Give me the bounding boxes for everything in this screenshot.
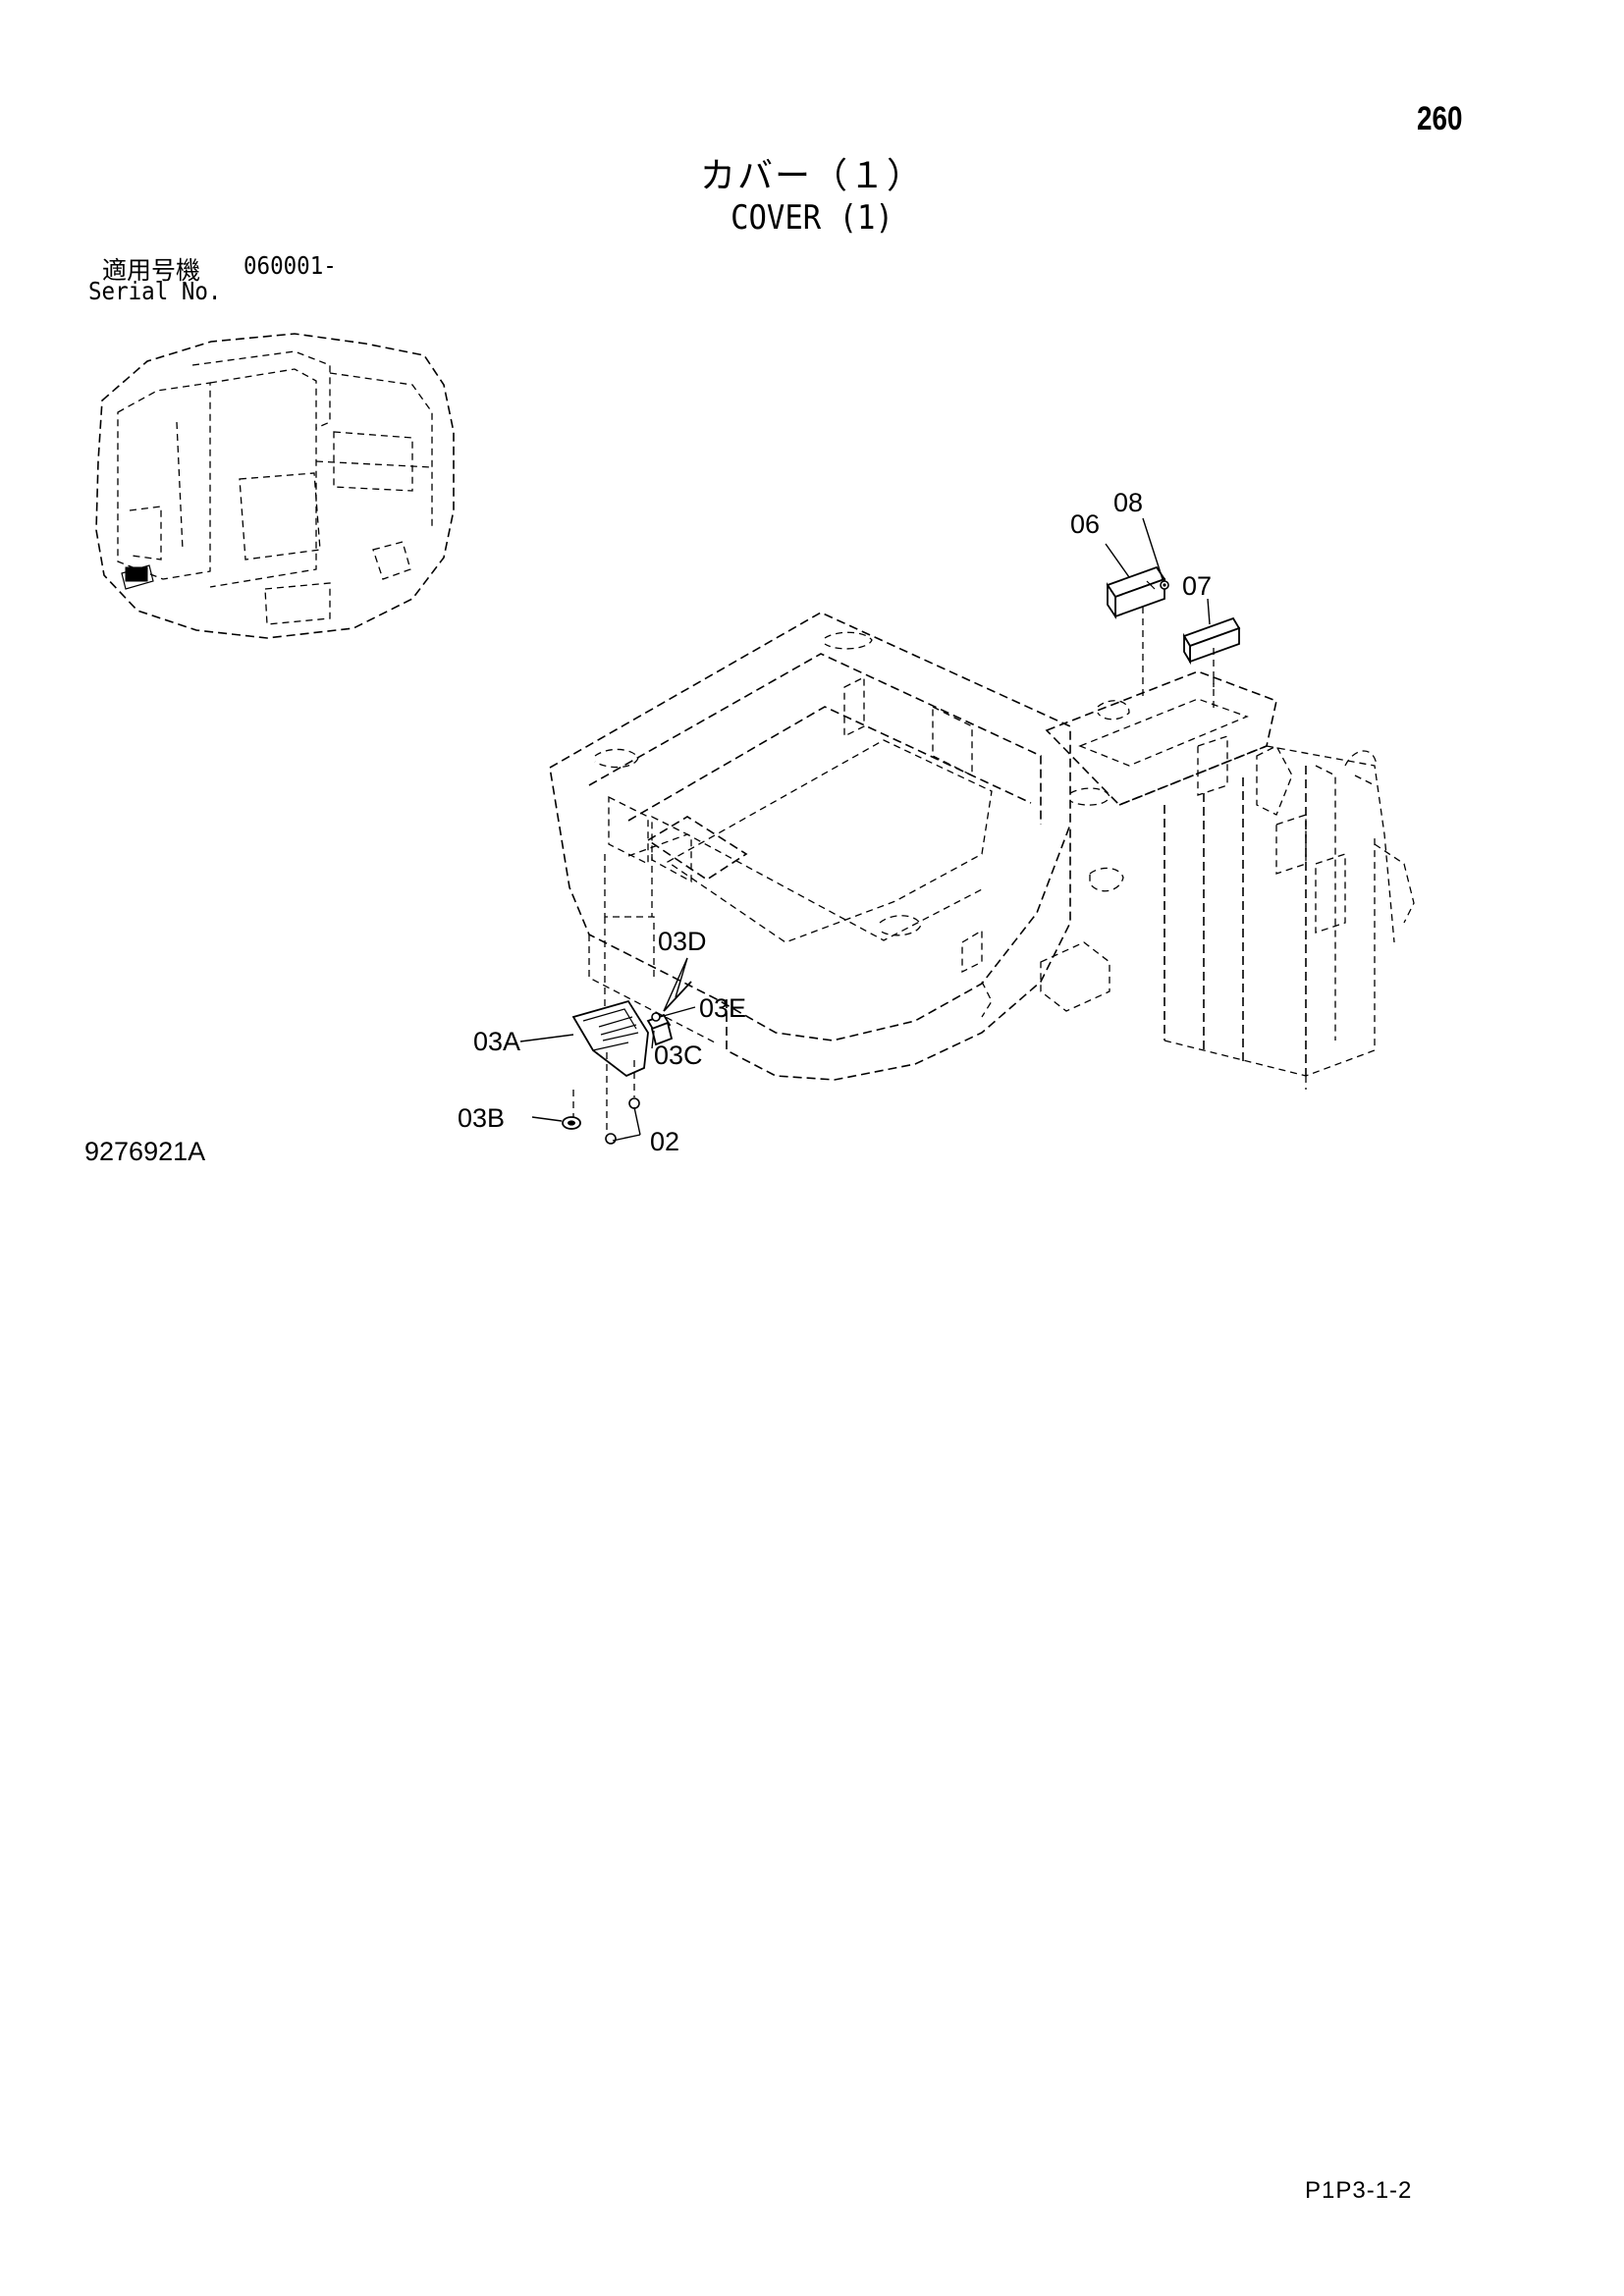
- cooling-unit: [1045, 670, 1415, 1090]
- part-08-bolt: [1160, 580, 1169, 590]
- callout-03b: 03B: [458, 1103, 505, 1133]
- page-code: P1P3-1-2: [1305, 2177, 1413, 2204]
- page-title-english: COVER (1): [731, 198, 893, 238]
- callout-03e: 03E: [699, 993, 746, 1023]
- callout-07: 07: [1182, 571, 1212, 601]
- drawing-number: 9276921A: [84, 1137, 206, 1166]
- part-03d-rod: [663, 981, 692, 1012]
- page-number: 260: [1417, 100, 1463, 137]
- parts-03-assembly-lines: [572, 854, 655, 1131]
- serial-range: 060001-: [244, 251, 337, 280]
- callout-03c: 03C: [654, 1041, 703, 1070]
- parts-06-07-mounting-lines: [1142, 607, 1215, 697]
- page-title-japanese: カバー（１）: [699, 156, 924, 196]
- part-03b-grommet: [562, 1116, 581, 1130]
- serial-label-japanese: 適用号機: [102, 256, 201, 285]
- part-03a-cover: [571, 999, 649, 1078]
- part-02-bolts: [605, 1097, 640, 1145]
- serial-label-english: Serial No.: [88, 277, 222, 305]
- callout-08: 08: [1113, 488, 1143, 517]
- callout-02: 02: [650, 1127, 679, 1156]
- leader-lines: [519, 517, 1211, 1142]
- callout-03a: 03A: [473, 1027, 520, 1056]
- part-06-bracket: [1106, 565, 1166, 619]
- part-07-bracket: [1182, 616, 1241, 666]
- callout-06: 06: [1070, 509, 1100, 539]
- upperstructure-frame: [549, 612, 1124, 1081]
- part-03c-hinge: [646, 1013, 674, 1046]
- part-03e-clip: [651, 1012, 661, 1022]
- machine-thumbnail: [95, 333, 455, 639]
- callout-03d: 03D: [658, 927, 707, 956]
